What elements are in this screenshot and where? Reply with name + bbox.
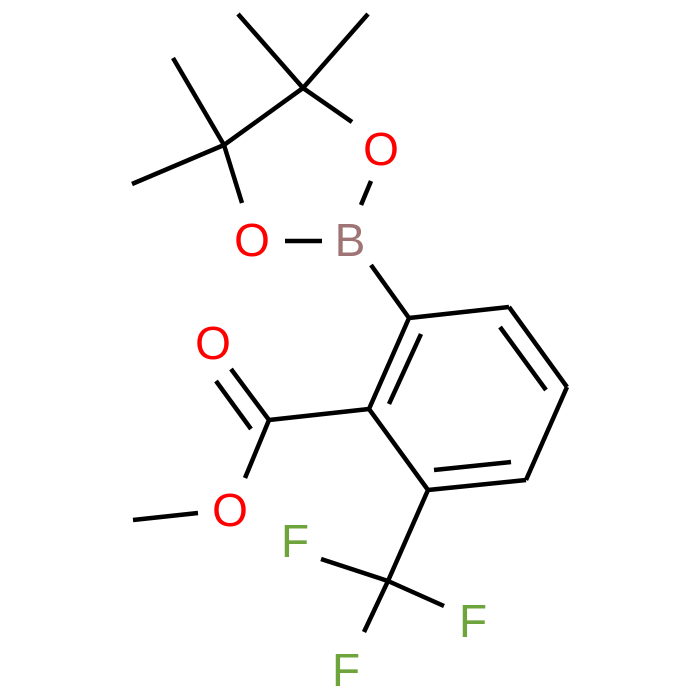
ring-bond-3 [523,386,570,481]
ring-bond-2-inner [498,325,548,392]
bond-carbonyl-double-b [214,379,253,431]
atom-o-ester: O [212,484,248,536]
ring-bond-6-inner [386,333,424,405]
bond-methyl-top-right [301,12,370,90]
bond-carbonyl-double-a [229,367,271,422]
atom-o-carbonyl: O [195,317,231,369]
bond-c-o-ester [242,419,272,479]
bond-ring-cf3 [385,489,431,582]
ring-bond-4 [427,477,527,493]
bond-o-methyl [132,510,199,523]
bond-cq-left-o [221,144,245,204]
bond-methyl-top-left [236,12,305,90]
ring-bond-4-inner [433,459,512,473]
atom-o-ring-top: O [363,123,399,175]
atom-o-ring-left: O [234,214,270,266]
trifluoromethyl-group [320,489,445,633]
bond-c-f-right [387,578,445,609]
atom-f-top: F [281,515,309,567]
bond-cq-top-o [301,86,354,124]
ring-bond-5 [367,407,430,492]
bond-cq-top-cq-left [222,86,305,147]
pinacol-group [131,12,374,244]
atom-f-right: F [459,595,487,647]
ring-bond-1 [408,304,510,321]
bond-methyl-left-up [171,56,226,147]
bond-methyl-left [131,142,225,187]
ring-bond-2 [507,305,569,389]
bond-b-ring [369,263,411,320]
bond-ring-carbonyl-c [268,406,370,423]
ring-bond-6 [366,317,412,410]
bond-o-top-b [358,180,374,206]
bond-c-f-bottom [361,580,391,633]
atom-f-bottom: F [332,644,360,696]
methyl-ester-group [132,367,370,523]
benzene-ring [366,304,570,493]
atom-boron: B [335,214,366,266]
bond-c-f-top [320,556,389,584]
